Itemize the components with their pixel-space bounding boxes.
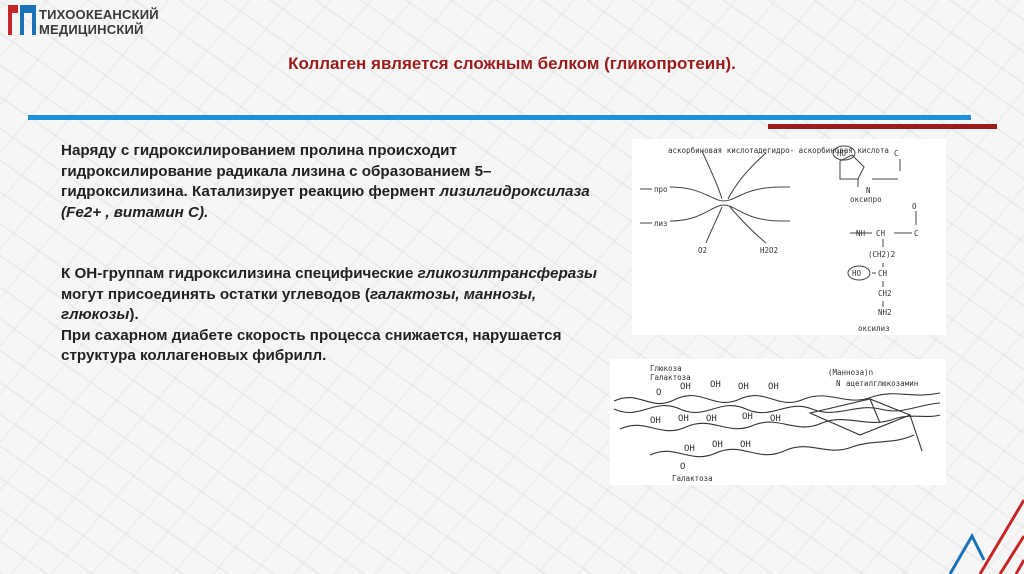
paragraph-hydroxylation: Наряду с гидроксилированием пролина прои…: [61, 141, 611, 223]
label-mannose: (Манноза)n: [828, 368, 873, 377]
label-oh-8: OH: [742, 412, 753, 422]
hydroxylation-scheme-figure: аскорбиновая кислота дегидро- аскорбинов…: [632, 139, 946, 335]
label-oxygen: O: [912, 202, 917, 211]
paragraph2-sugars: галактозы, маннозы, глюкозы: [61, 285, 537, 324]
label-ho-1: HO: [837, 149, 847, 158]
label-ch-1: CH: [876, 229, 886, 238]
label-ho-2: HO: [852, 269, 862, 278]
label-oh-3: OH: [738, 382, 749, 392]
label-h2o2: H2O2: [760, 246, 778, 255]
paragraph-glycosylation: К ОН-группам гидроксилизина специфически…: [61, 264, 611, 367]
logo-text-line1: ТИХООКЕАНСКИЙ: [39, 7, 159, 22]
paragraph1-text: Наряду с гидроксилированием пролина прои…: [61, 142, 492, 200]
label-oxypro: оксипро: [850, 195, 882, 204]
label-dehydroascorbic: дегидро- аскорбиновая кислота: [758, 146, 889, 155]
paragraph1-enzyme: лизилгидроксилаза (Fe2+ , витамин С).: [61, 183, 590, 221]
label-ch2-2: (CH2)2: [868, 250, 895, 259]
label-oh-9: OH: [770, 414, 781, 424]
collagen-glycosylation-figure: Глюкоза Галактоза (Манноза)n ацетилглюко…: [610, 359, 946, 485]
label-o2: O2: [698, 246, 707, 255]
logo-mark-icon: [8, 5, 36, 35]
label-oh-7: OH: [706, 414, 717, 424]
label-ch-2: CH: [878, 269, 888, 278]
label-pro: про: [654, 185, 668, 194]
label-glucose: Глюкоза: [650, 364, 682, 373]
label-ascorbic: аскорбиновая кислота: [668, 146, 758, 155]
label-n: N: [866, 186, 871, 195]
label-oh-5: OH: [650, 416, 661, 426]
label-oh-6: OH: [678, 414, 689, 424]
paragraph2-enzyme: гликозилтрансферазы: [417, 265, 597, 282]
label-nh2: NH2: [878, 308, 892, 317]
label-acetylglucosamine: ацетилглюкозамин: [846, 379, 918, 388]
slide-title: Коллаген является сложным белком (гликоп…: [288, 54, 736, 73]
label-oh-4: OH: [768, 382, 779, 392]
label-oxylys: оксилиз: [858, 324, 890, 333]
label-n: N: [836, 379, 841, 388]
paragraph2-diabetes: При сахарном диабете скорость процесса с…: [61, 326, 562, 365]
paragraph2-mid2: ).: [129, 306, 139, 323]
label-carbonyl-c1: C: [894, 149, 899, 158]
paragraph2-mid1: могут присоединять остатки углеводов (: [61, 285, 370, 303]
label-lys: лиз: [654, 219, 668, 228]
label-o-1: O: [656, 388, 661, 398]
label-oh-2: OH: [710, 380, 721, 390]
logo-text-line2: МЕДИЦИНСКИЙ: [39, 22, 144, 37]
label-oh-12: OH: [740, 440, 751, 450]
red-divider: [768, 124, 997, 129]
label-o-2: O: [680, 462, 685, 472]
label-oh-10: OH: [684, 444, 695, 454]
decorative-corner-lines: [948, 499, 1024, 574]
label-oh-11: OH: [712, 440, 723, 450]
paragraph2-start: К ОН-группам гидроксилизина специфически…: [61, 265, 418, 282]
institution-logo: ТИХООКЕАНСКИЙ МЕДИЦИНСКИЙ: [6, 3, 166, 37]
label-ch2: CH2: [878, 289, 892, 298]
label-nh: NH: [856, 229, 866, 238]
label-carbonyl-c2: C: [914, 229, 919, 238]
blue-divider: [28, 115, 971, 120]
label-oh-1: OH: [680, 382, 691, 392]
label-galactose-top: Галактоза: [650, 373, 691, 382]
label-galactose-bottom: Галактоза: [672, 474, 713, 483]
